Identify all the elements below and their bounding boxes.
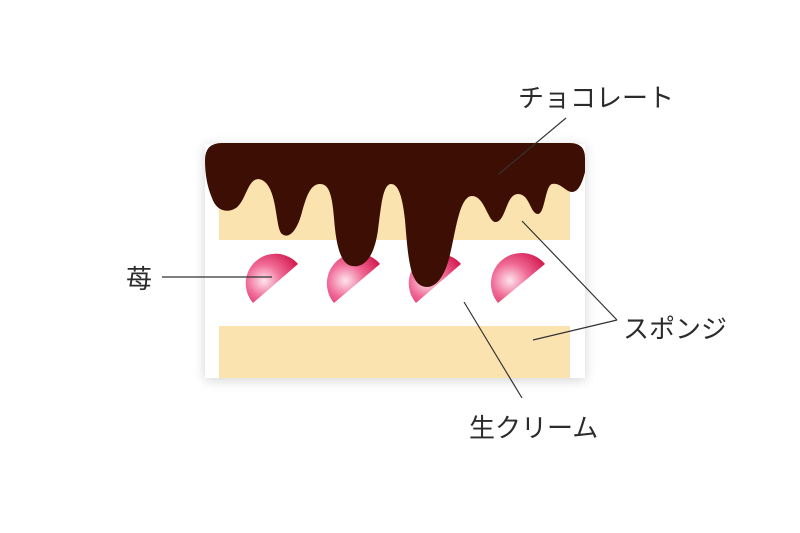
labels: チョコレート 苺 スポンジ 生クリーム [126,84,727,444]
chocolate-leader-line [498,117,567,175]
sponge-label: スポンジ [623,315,727,345]
leader-lines [162,117,618,399]
chocolate-topping [205,143,585,287]
sponge-leader-line-lower [532,319,618,341]
cream-leader-line [463,301,523,399]
chocolate-label: チョコレート [518,84,674,114]
sponge-leader-line-upper [521,220,618,321]
sponge-layer-bottom [219,326,570,378]
strawberry-label: 苺 [126,265,152,295]
strawberry-slice [490,252,545,303]
cream-label: 生クリーム [469,414,598,444]
strawberry-slice [326,253,380,303]
cake [205,143,585,378]
strawberry-slice [245,253,298,303]
